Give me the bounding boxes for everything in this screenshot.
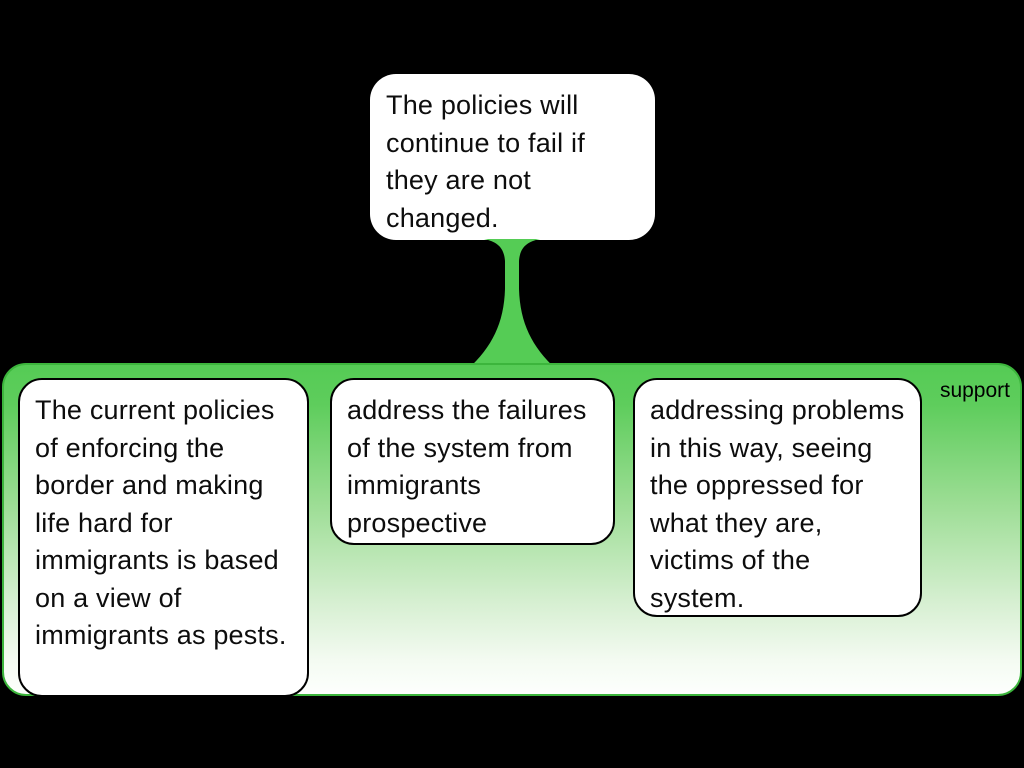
support-connector-stem	[468, 239, 556, 369]
support-child-text: addressing problems in this way, seeing …	[650, 395, 905, 613]
support-child-node[interactable]: address the failures of the system from …	[330, 378, 615, 545]
support-child-text: address the failures of the system from …	[347, 395, 587, 538]
support-child-node[interactable]: addressing problems in this way, seeing …	[633, 378, 922, 617]
support-group-label: support	[939, 379, 1010, 402]
support-child-text: The current policies of enforcing the bo…	[35, 395, 287, 650]
support-group[interactable]: support The current policies of enforcin…	[2, 363, 1022, 697]
support-child-node[interactable]: The current policies of enforcing the bo…	[18, 378, 309, 697]
stem-shape	[468, 239, 556, 369]
root-claim-node[interactable]: The policies will continue to fail if th…	[370, 74, 655, 240]
root-claim-text: The policies will continue to fail if th…	[386, 90, 585, 233]
